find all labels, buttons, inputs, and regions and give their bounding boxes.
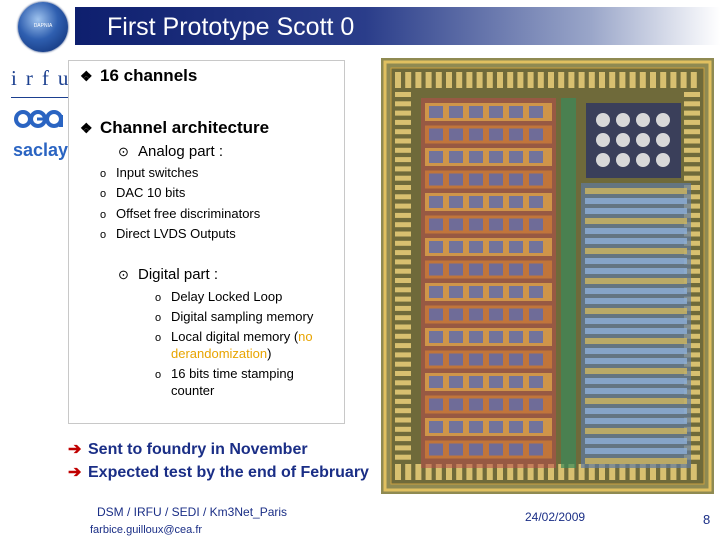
highlight-text: derandomization — [171, 346, 268, 361]
digital-part-heading: ⊙ Digital part : — [118, 266, 218, 283]
diamond-bullet-icon: ❖ — [80, 68, 93, 84]
list-item: o Digital sampling memory — [155, 308, 313, 327]
item-text: DAC 10 bits — [116, 185, 186, 200]
chip-pad-ring — [395, 72, 700, 480]
diamond-bullet-icon: ❖ — [80, 120, 93, 136]
page-number: 8 — [703, 512, 711, 527]
list-item: o Direct LVDS Outputs — [100, 225, 236, 244]
item-text: Input switches — [116, 165, 199, 180]
chip-layout-image — [381, 58, 714, 494]
analog-part-label: Analog part : — [138, 143, 224, 160]
o-bullet-icon: o — [155, 369, 162, 381]
o-bullet-icon: o — [155, 312, 162, 324]
bullet-text: Channel architecture — [100, 118, 270, 137]
list-item: o 16 bits time stamping counter — [155, 365, 294, 399]
note-text: Expected test by the end of February — [88, 464, 369, 481]
note-foundry: ➔ Sent to foundry in November — [68, 439, 308, 459]
globe-logo-text: DAPNIA — [33, 23, 53, 29]
circle-dot-bullet-icon: ⊙ — [118, 267, 129, 282]
irfu-logo: irfu — [11, 66, 78, 90]
item-text: counter — [171, 383, 215, 398]
bullet-text: 16 channels — [100, 66, 198, 85]
highlight-text: no — [298, 329, 313, 344]
o-bullet-icon: o — [100, 188, 107, 200]
arrow-right-icon: ➔ — [68, 441, 82, 458]
analog-part-heading: ⊙ Analog part : — [118, 143, 223, 160]
o-bullet-icon: o — [100, 229, 107, 241]
footer-org: DSM / IRFU / SEDI / Km3Net_Paris — [97, 505, 288, 519]
digital-part-label: Digital part : — [138, 266, 219, 283]
footer-email: farbice.guilloux@cea.fr — [90, 524, 203, 536]
bullet-architecture: ❖ Channel architecture — [80, 118, 269, 138]
saclay-logo: saclay — [13, 140, 69, 160]
o-bullet-icon: o — [100, 209, 107, 221]
item-text: Delay Locked Loop — [171, 289, 283, 304]
o-bullet-icon: o — [155, 292, 162, 304]
bullet-channels: ❖ 16 channels — [80, 66, 197, 86]
list-item: o Offset free discriminators — [100, 205, 260, 224]
title-bar: First Prototype Scott 0 — [75, 7, 720, 45]
footer-date: 24/02/2009 — [525, 510, 586, 524]
list-item: o Local digital memory (no derandomization… — [155, 328, 313, 362]
cea-logo — [14, 110, 63, 128]
circle-dot-bullet-icon: ⊙ — [118, 144, 129, 159]
item-text: Offset free discriminators — [116, 206, 261, 221]
slide-title: First Prototype Scott 0 — [107, 13, 355, 41]
irfu-underline — [11, 97, 69, 98]
o-bullet-icon: o — [155, 332, 162, 344]
item-text: Digital sampling memory — [171, 309, 314, 324]
arrow-right-icon: ➔ — [68, 464, 82, 481]
note-text: Sent to foundry in November — [88, 441, 308, 458]
o-bullet-icon: o — [100, 168, 107, 180]
item-text: Direct LVDS Outputs — [116, 226, 236, 241]
item-text: 16 bits time stamping — [171, 366, 294, 381]
list-item: o Delay Locked Loop — [155, 288, 282, 307]
item-text: Local digital memory ( — [171, 329, 299, 344]
item-text: ) — [267, 346, 272, 361]
dapnia-globe-logo: DAPNIA — [18, 2, 68, 52]
list-item: o Input switches — [100, 164, 198, 183]
list-item: o DAC 10 bits — [100, 184, 185, 203]
note-test: ➔ Expected test by the end of February — [68, 462, 369, 482]
content-box — [68, 60, 345, 424]
